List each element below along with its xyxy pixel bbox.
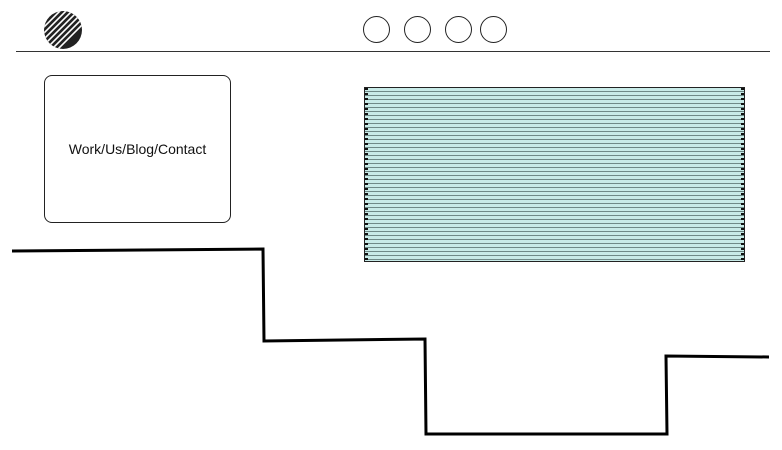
- logo-icon[interactable]: [43, 10, 83, 50]
- header-divider: [16, 51, 770, 52]
- navigation-box[interactable]: Work/Us/Blog/Contact: [44, 75, 231, 223]
- navigation-links-label[interactable]: Work/Us/Blog/Contact: [68, 141, 207, 157]
- nav-circle-3[interactable]: [445, 16, 472, 43]
- nav-circle-1[interactable]: [363, 16, 390, 43]
- nav-circle-4[interactable]: [480, 16, 507, 43]
- nav-circle-2[interactable]: [404, 16, 431, 43]
- content-image-placeholder: [364, 87, 745, 262]
